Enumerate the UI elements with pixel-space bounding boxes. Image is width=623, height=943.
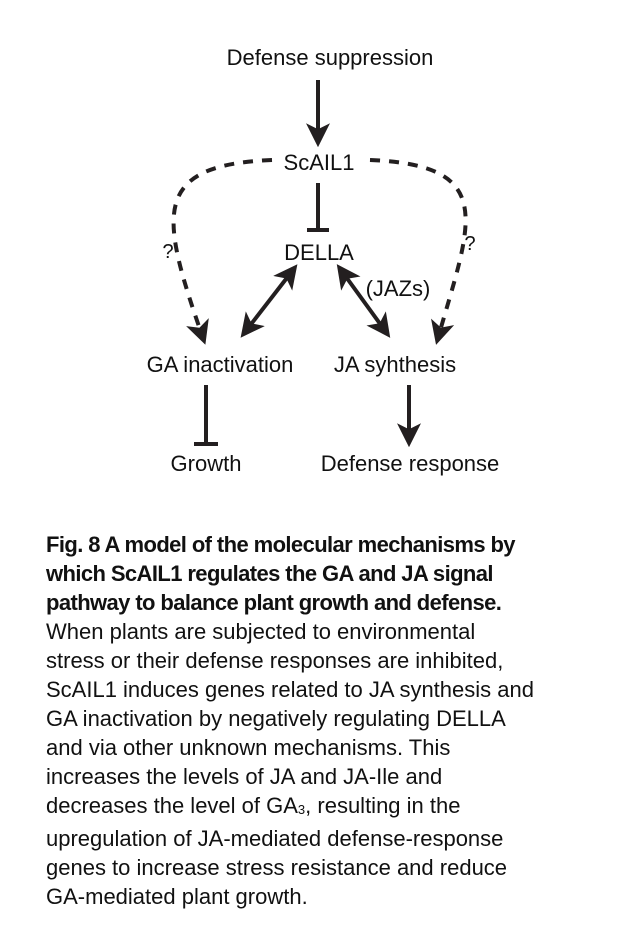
caption-body-line: GA-mediated plant growth. [46,884,308,909]
caption-body-line: genes to increase stress resistance and … [46,855,508,880]
question-mark-right: ? [464,233,475,255]
double-arrow-della-ja-synthesis [336,264,391,338]
ga3-line-before: decreases the level of GA [46,793,298,818]
ga3-subscript: 3 [297,802,306,817]
caption-body-line: When plants are subjected to environment… [46,619,476,644]
node-ja-synthesis: JA syhthesis [334,352,456,377]
figure-caption: Fig. 8 A model of the molecular mechanis… [46,530,616,911]
node-della: DELLA [284,240,354,265]
node-growth: Growth [171,451,242,476]
double-arrow-della-ga-inactivation [240,264,298,338]
caption-body-line: and via other unknown mechanisms. This [46,735,451,760]
dashed-arrow-scail1-to-ja-synthesis [369,158,468,345]
caption-title-line: which ScAIL1 regulates the GA and JA sig… [46,561,494,586]
node-scail1: ScAIL1 [284,150,355,175]
caption-body-line: GA inactivation by negatively regulating… [46,706,506,731]
caption-body-line: ScAIL1 induces genes related to JA synth… [46,677,534,702]
node-defense-response: Defense response [321,451,500,476]
caption-body-line-ga3: decreases the level of GA3, resulting in… [46,791,616,824]
dashed-arrow-scail1-to-ga-inactivation [171,158,273,345]
question-mark-left: ? [162,241,173,263]
node-ga-inactivation: GA inactivation [147,352,294,377]
node-defense-suppression: Defense suppression [227,45,434,70]
caption-body-line: increases the levels of JA and JA-Ile an… [46,764,443,789]
pathway-diagram: Defense suppression ScAIL1 DELLA (JAZs) … [147,45,500,476]
caption-title-line: pathway to balance plant growth and defe… [46,590,502,615]
caption-title-line: Fig. 8 A model of the molecular mechanis… [46,532,516,557]
inhibition-ga-inactivation-to-growth [194,385,218,446]
caption-body-line: upregulation of JA-mediated defense-resp… [46,826,504,851]
inhibition-scail1-to-della [307,183,329,232]
label-jazs: (JAZs) [366,276,431,301]
caption-body-line: stress or their defense responses are in… [46,648,504,673]
ga3-line-after: , resulting in the [305,793,461,818]
